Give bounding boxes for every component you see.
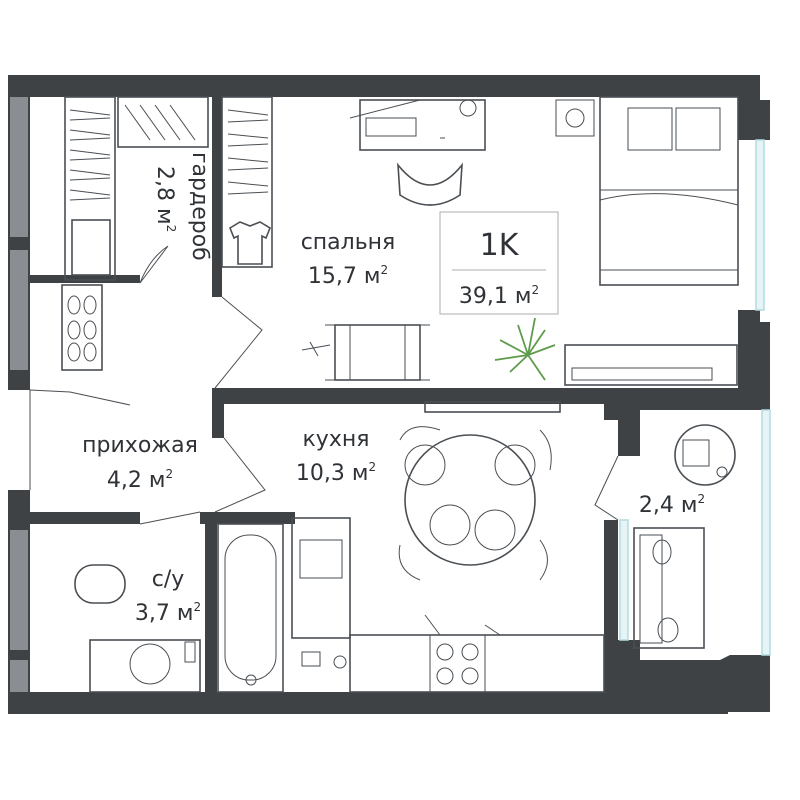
wardrobe-name: гардероб [187,152,212,261]
shoe-rack [61,284,103,371]
bedroom-area: 15,7 м2 [308,263,388,289]
wardrobe-furniture [64,96,273,281]
doors [29,245,619,525]
exercise-bench [301,324,430,381]
bathroom-fixtures [74,523,284,693]
exterior-panels [10,97,28,692]
kitchen-area: 10,3 м2 [296,460,376,486]
kitchen-counter [291,517,605,693]
bed [555,96,739,286]
dining-table [398,426,552,581]
plan-info-card: 1K 39,1 м2 [439,211,559,315]
desk [349,99,486,206]
room-labels: спальня 15,7 м2 гардероб 2,8 м2 прихожая… [82,152,705,626]
hallway-name: прихожая [82,433,198,458]
balcony-furniture [633,424,736,649]
bedroom-name: спальня [301,230,396,255]
bathroom-name: с/у [152,567,185,592]
balcony-area: 2,4 м2 [639,492,705,518]
walls [8,75,770,714]
plan-type-label: 1K [480,228,520,263]
bench-cabinet [564,344,738,386]
tv-unit [424,401,561,413]
windows [619,139,771,656]
wardrobe-area: 2,8 м2 [152,166,178,232]
bathroom-area: 3,7 м2 [135,600,201,626]
hallway-area: 4,2 м2 [107,467,173,493]
total-area-label: 39,1 м2 [459,283,539,309]
kitchen-name: кухня [303,427,370,452]
plant [494,317,556,381]
